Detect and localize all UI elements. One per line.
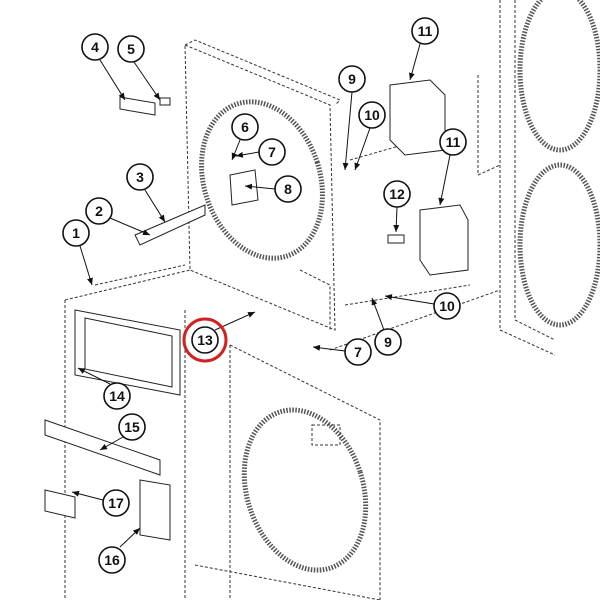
callout-9-lower: 9 — [374, 328, 402, 356]
callout-5: 5 — [117, 35, 145, 63]
callout-17: 17 — [102, 489, 130, 517]
svg-text:9: 9 — [384, 334, 392, 350]
callout-12: 12 — [383, 180, 411, 208]
svg-text:6: 6 — [241, 119, 249, 135]
upper-fan-grille — [199, 99, 325, 261]
upper-panel — [184, 39, 341, 331]
part-11-lower-box — [419, 204, 469, 276]
callout-14: 14 — [103, 382, 131, 410]
callout-15: 15 — [118, 413, 146, 441]
side-fan-assembly — [477, 0, 600, 356]
svg-text:11: 11 — [418, 23, 433, 39]
callout-8: 8 — [274, 175, 302, 203]
part-8-plate — [229, 169, 259, 206]
callout-7-lower: 7 — [344, 338, 372, 366]
lower-fan-grille — [241, 407, 369, 573]
svg-text:10: 10 — [364, 107, 380, 123]
callout-16: 16 — [98, 546, 126, 574]
svg-text:10: 10 — [439, 298, 455, 314]
svg-text:5: 5 — [127, 41, 135, 57]
svg-text:7: 7 — [268, 144, 276, 160]
svg-text:9: 9 — [348, 71, 356, 87]
svg-text:15: 15 — [124, 419, 140, 435]
svg-text:8: 8 — [284, 181, 292, 197]
callout-2: 2 — [85, 197, 113, 225]
parts — [44, 79, 469, 541]
lower-bracket — [311, 424, 341, 446]
callout-11-lower: 11 — [439, 128, 467, 156]
callout-11-upper: 11 — [411, 17, 439, 45]
callout-10-upper: 10 — [358, 101, 386, 129]
callout-3: 3 — [126, 163, 154, 191]
svg-text:11: 11 — [446, 134, 461, 150]
svg-text:1: 1 — [72, 225, 80, 241]
part-2-bracket — [134, 204, 206, 246]
part-11-upper-box — [389, 79, 446, 156]
svg-text:3: 3 — [136, 169, 144, 185]
part-4-strip — [119, 96, 156, 116]
part-5-screw — [159, 97, 171, 106]
svg-text:12: 12 — [389, 186, 405, 202]
svg-text:7: 7 — [354, 344, 362, 360]
callout-6: 6 — [231, 113, 259, 141]
svg-text:16: 16 — [104, 552, 120, 568]
part-17-label — [44, 489, 76, 519]
svg-text:13: 13 — [197, 332, 213, 348]
callout-10-lower: 10 — [433, 292, 461, 320]
svg-text:4: 4 — [91, 39, 99, 55]
part-12-clip — [387, 234, 405, 244]
highlight-ring — [182, 317, 228, 363]
lower-panel — [194, 344, 381, 600]
leader-lines — [71, 43, 451, 548]
svg-text:14: 14 — [109, 388, 125, 404]
svg-text:2: 2 — [95, 203, 103, 219]
part-16-gasket — [139, 479, 171, 541]
callout-4: 4 — [81, 33, 109, 61]
callout-13-highlighted[interactable]: 13 — [182, 317, 228, 363]
callout-1: 1 — [62, 219, 90, 247]
svg-text:17: 17 — [108, 495, 124, 511]
callout-9-upper: 9 — [338, 65, 366, 93]
callout-7-upper: 7 — [258, 138, 286, 166]
